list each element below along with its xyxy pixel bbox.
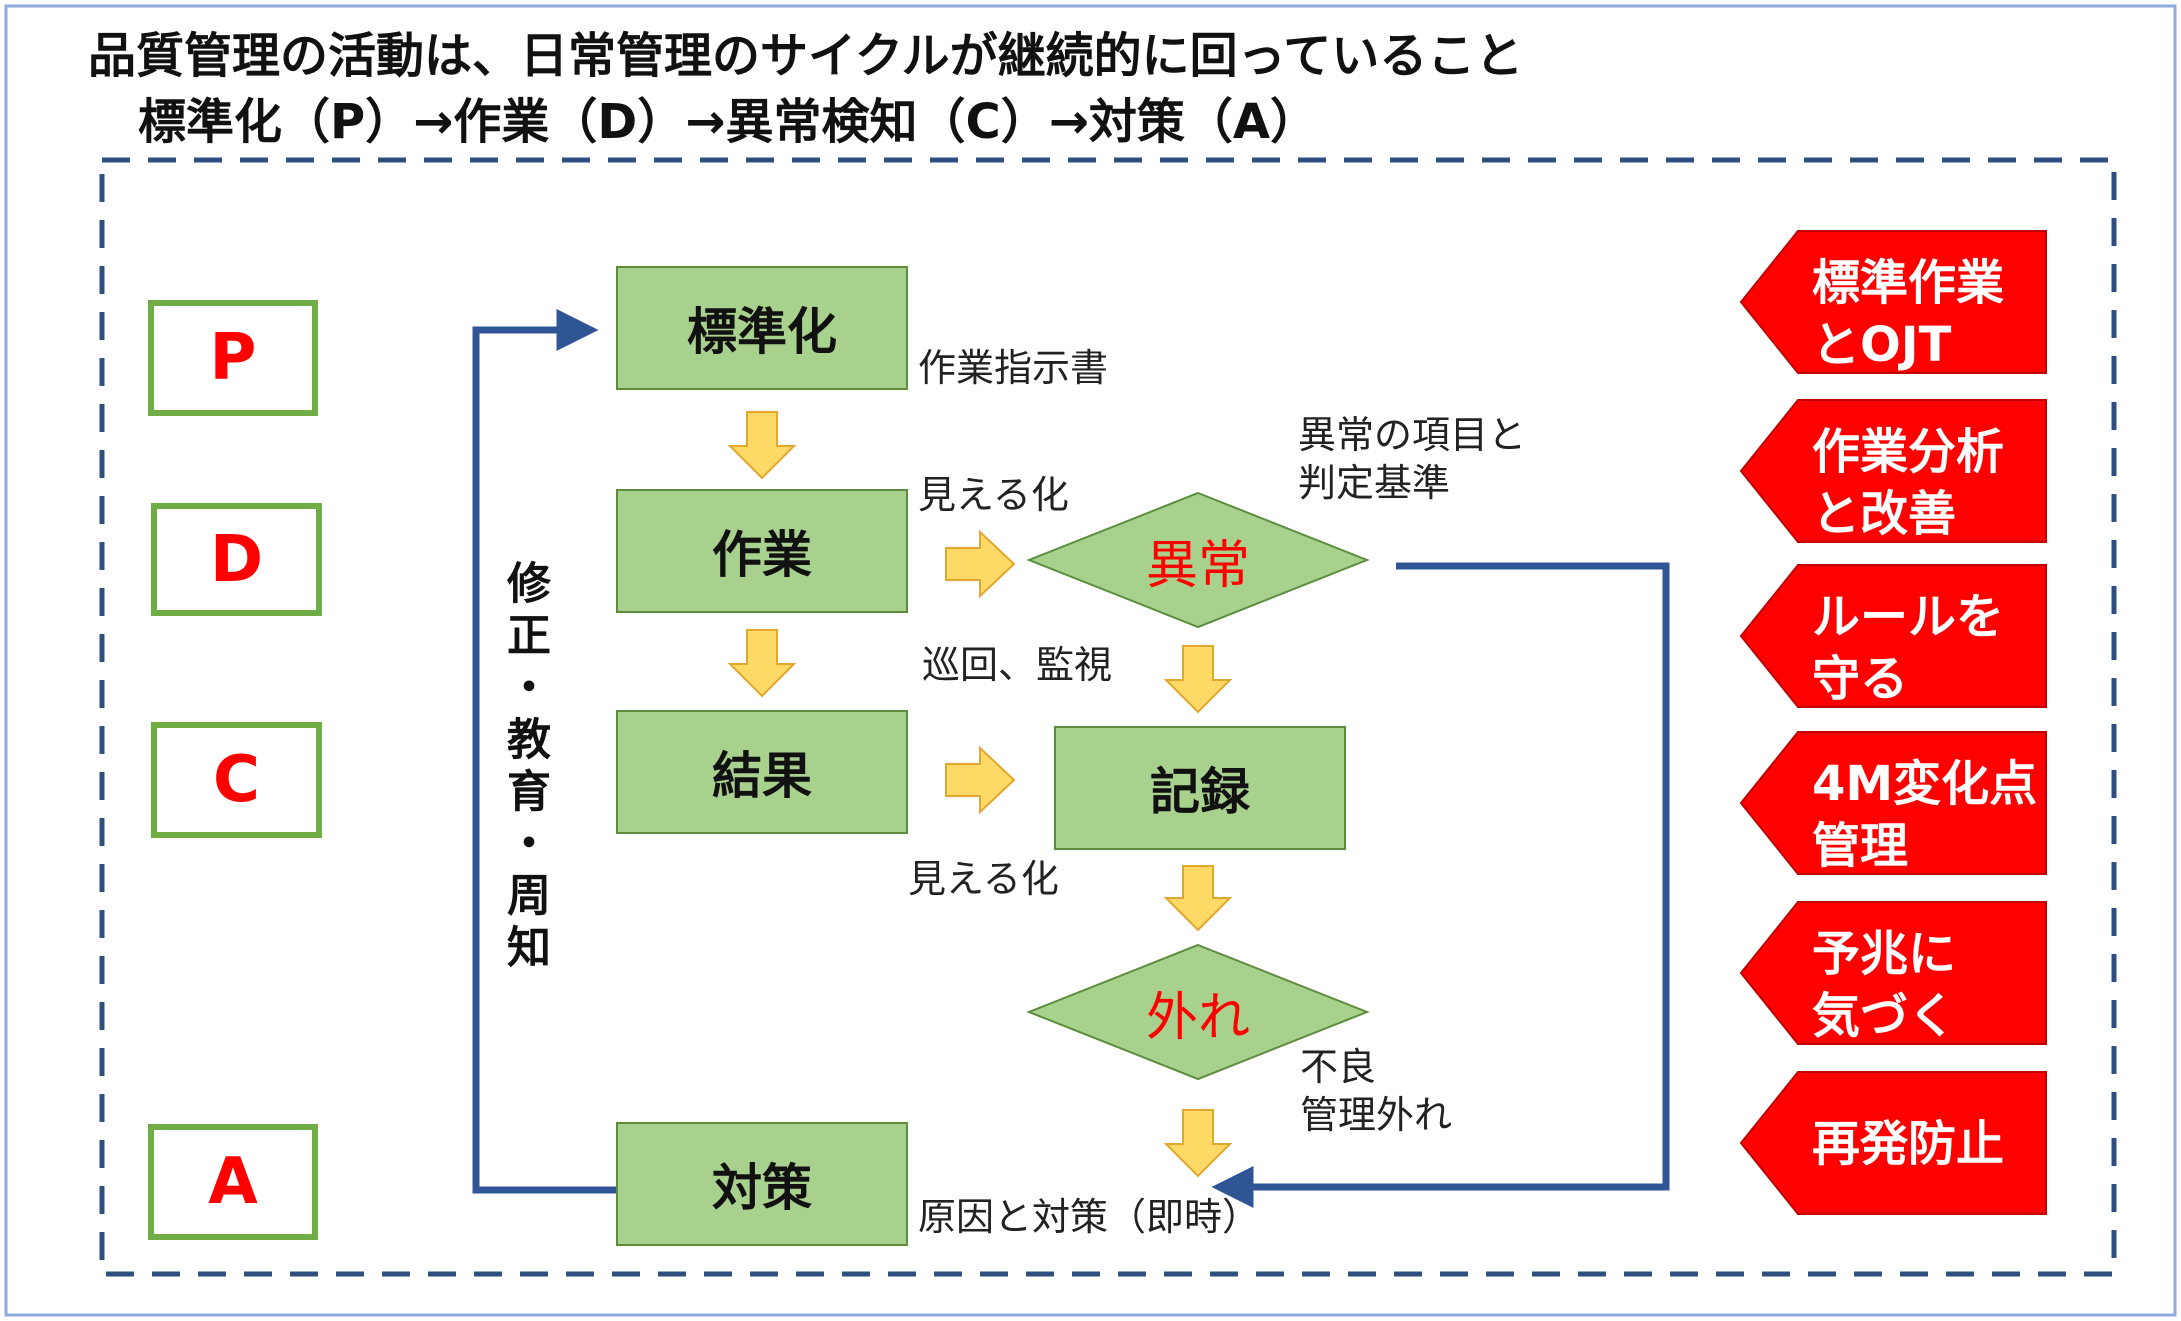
feedback-loop-line — [472, 309, 616, 1194]
red-tag-3: ルールを 守る — [1812, 586, 2004, 711]
note-visualize-2: 見える化 — [908, 857, 1059, 901]
red-tag-shape-2 — [1739, 399, 2047, 543]
box-result: 結果 — [616, 710, 908, 834]
abnormal-diamond — [1026, 491, 1370, 629]
red-tag-5: 予兆に 気づく — [1812, 923, 1956, 1048]
red-tag-3-line-2: 守る — [1812, 651, 1909, 708]
red-tag-4-line-2: 管理 — [1812, 818, 1909, 875]
note-defect-1: 不良 — [1300, 1045, 1377, 1089]
red-tag-1-line-2: とOJT — [1812, 317, 1952, 374]
red-tag-6: 再発防止 — [1812, 1113, 2004, 1175]
red-tag-1: 標準作業 とOJT — [1812, 252, 2004, 377]
arrow-standardize-to-work — [727, 411, 797, 480]
pdca-box-a: A — [148, 1124, 318, 1240]
box-standardize: 標準化 — [616, 266, 908, 390]
red-tag-4: 4M変化点 管理 — [1812, 753, 2037, 878]
page-title: 品質管理の活動は、日常管理のサイクルが継続的に回っていること — [88, 28, 1524, 84]
box-countermeasure: 対策 — [616, 1122, 908, 1246]
note-defect-2: 管理外れ — [1300, 1093, 1453, 1137]
red-tag-3-line-1: ルールを — [1812, 589, 2005, 645]
outer-frame — [4, 4, 2177, 1317]
red-tag-1-line-1: 標準作業 — [1812, 255, 2005, 311]
arrow-result-to-record — [945, 745, 1016, 815]
red-tag-6-line-1: 再発防止 — [1812, 1116, 2005, 1172]
arrow-deviation-to-countermeasure — [1163, 1109, 1233, 1178]
note-patrol: 巡回、監視 — [922, 643, 1113, 687]
pdca-box-c: C — [151, 722, 322, 838]
red-tag-2-line-1: 作業分析 — [1812, 424, 2005, 480]
pdca-box-d: D — [151, 503, 322, 616]
red-tag-shape-5 — [1739, 901, 2047, 1045]
red-tag-shape-3 — [1739, 564, 2047, 708]
red-tag-4-line-1: 4M変化点 — [1812, 756, 2038, 812]
note-work-instruction: 作業指示書 — [918, 346, 1109, 390]
arrow-work-to-result — [727, 629, 797, 698]
red-tag-5-line-2: 気づく — [1812, 988, 1957, 1045]
abnormal-label: 異常 — [1145, 535, 1250, 596]
page-subtitle: 標準化（P）→作業（D）→異常検知（C）→対策（A） — [138, 94, 1319, 150]
red-tag-5-line-1: 予兆に — [1812, 926, 1957, 982]
feedback-label: 修正・教育・周知 — [499, 560, 550, 976]
red-tag-2-line-2: と改善 — [1812, 486, 1957, 543]
note-abnormal-criteria-2: 判定基準 — [1298, 461, 1451, 505]
red-tag-shape-6 — [1739, 1071, 2047, 1215]
red-tag-2: 作業分析 と改善 — [1812, 421, 2004, 546]
red-tag-shape-4 — [1739, 731, 2047, 875]
deviation-diamond — [1026, 943, 1370, 1081]
pdca-box-p: P — [148, 300, 318, 416]
note-abnormal-criteria-1: 異常の項目と — [1298, 413, 1527, 457]
note-cause: 原因と対策（即時） — [918, 1195, 1261, 1239]
box-work: 作業 — [616, 489, 908, 613]
arrow-work-to-abnormal — [945, 529, 1016, 599]
note-visualize-1: 見える化 — [918, 473, 1069, 517]
arrow-record-to-deviation — [1163, 865, 1233, 932]
deviation-label: 外れ — [1145, 987, 1250, 1048]
box-record: 記録 — [1054, 726, 1346, 850]
arrow-abnormal-to-record — [1163, 645, 1233, 714]
abnormal-loop-line — [1211, 562, 1670, 1208]
red-tag-shape-1 — [1739, 230, 2047, 374]
